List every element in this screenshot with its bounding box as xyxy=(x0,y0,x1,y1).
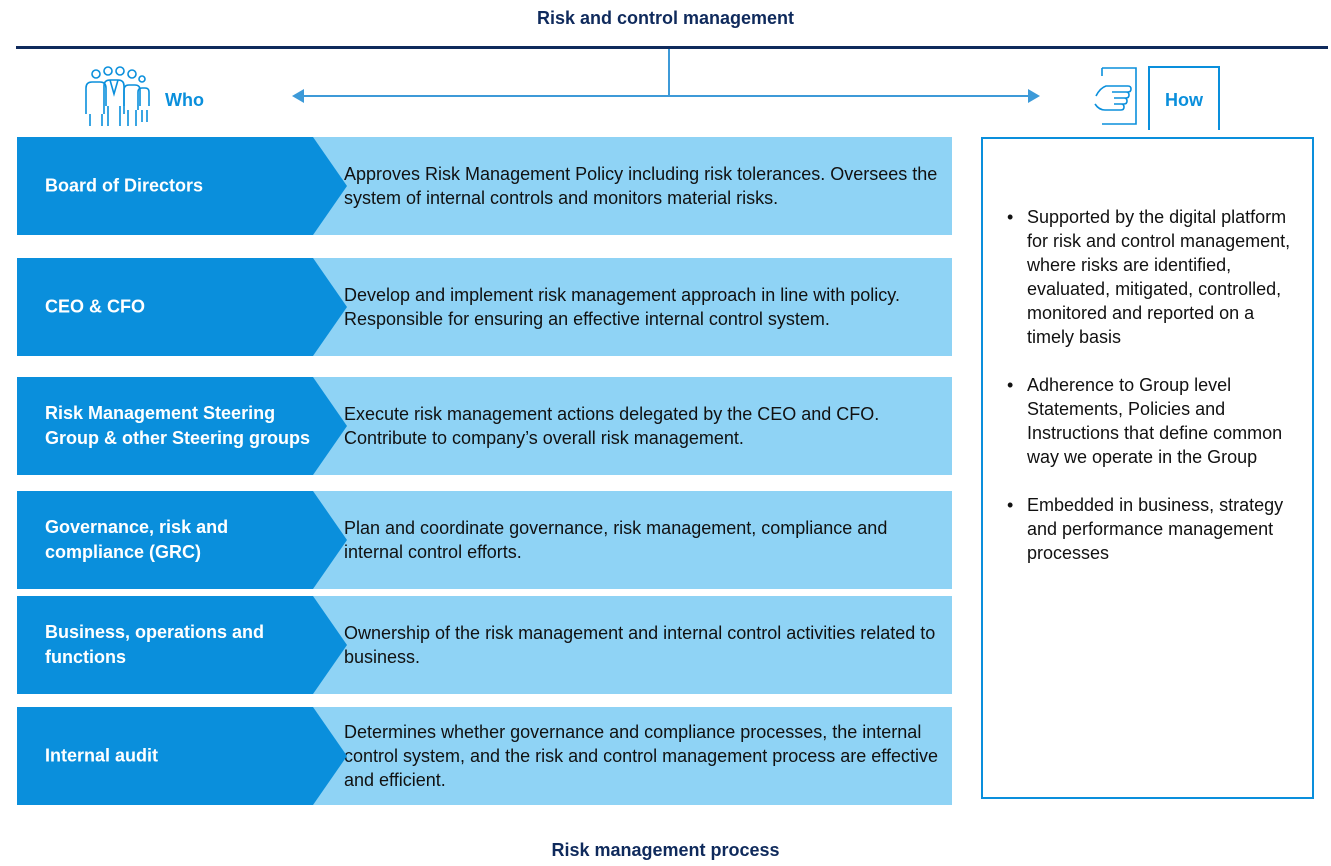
how-list-item: • Supported by the digital platform for r… xyxy=(1005,205,1305,349)
role-description-box: Ownership of the risk management and int… xyxy=(307,596,952,694)
how-list-item: • Embedded in business, strategy and perf… xyxy=(1005,493,1305,565)
role-description-box: Determines whether governance and compli… xyxy=(307,707,952,805)
role-name-box: CEO & CFO xyxy=(17,258,347,356)
how-list: • Supported by the digital platform for r… xyxy=(1005,205,1305,589)
title-divider xyxy=(16,46,1328,49)
how-label: How xyxy=(1165,90,1203,110)
how-panel: • Supported by the digital platform for r… xyxy=(981,137,1314,799)
role-row-business: Business, operations and functions Owner… xyxy=(17,596,952,694)
role-name: Board of Directors xyxy=(45,175,204,196)
arrow-left-head xyxy=(292,89,304,103)
role-row-grc: Governance, risk and compliance (GRC) Pl… xyxy=(17,491,952,589)
role-row-ceo-cfo: CEO & CFO Develop and implement risk man… xyxy=(17,258,952,356)
role-description: Execute risk management actions delegate… xyxy=(344,404,880,448)
footer-title: Risk management process xyxy=(551,840,780,860)
people-group-icon xyxy=(85,66,150,126)
role-description: Develop and implement risk management ap… xyxy=(344,285,900,329)
bullet: • xyxy=(1007,375,1014,395)
role-name: Governance, risk and compliance (GRC) xyxy=(45,517,229,562)
how-item-text: Supported by the digital platform for ri… xyxy=(1027,207,1291,347)
role-name: Internal audit xyxy=(45,745,159,766)
role-row-internal-audit: Internal audit Determines whether govern… xyxy=(17,707,952,805)
bullet: • xyxy=(1007,495,1014,515)
how-item-text: Embedded in business, strategy and perfo… xyxy=(1027,495,1284,563)
page-title: Risk and control management xyxy=(536,8,795,28)
role-name-box: Board of Directors xyxy=(17,137,347,235)
who-how-arrow xyxy=(300,95,1030,97)
role-name-box: Business, operations and functions xyxy=(17,596,347,694)
role-name: Risk Management Steering Group & other S… xyxy=(45,403,311,448)
role-name: CEO & CFO xyxy=(45,296,146,317)
hand-pointing-book-icon xyxy=(1094,67,1137,125)
how-header-frame xyxy=(1148,66,1220,130)
role-description-box: Approves Risk Management Policy includin… xyxy=(307,137,952,235)
connector-line xyxy=(668,49,670,96)
role-description: Plan and coordinate governance, risk man… xyxy=(344,518,888,562)
role-description: Determines whether governance and compli… xyxy=(344,722,938,790)
role-description: Ownership of the risk management and int… xyxy=(344,623,936,667)
bullet: • xyxy=(1007,207,1014,227)
arrow-right-head xyxy=(1028,89,1040,103)
role-row-steering-groups: Risk Management Steering Group & other S… xyxy=(17,377,952,475)
role-name-box: Risk Management Steering Group & other S… xyxy=(17,377,347,475)
role-description-box: Execute risk management actions delegate… xyxy=(307,377,952,475)
role-description: Approves Risk Management Policy includin… xyxy=(344,164,938,208)
role-description-box: Develop and implement risk management ap… xyxy=(307,258,952,356)
role-name-box: Governance, risk and compliance (GRC) xyxy=(17,491,347,589)
role-description-box: Plan and coordinate governance, risk man… xyxy=(307,491,952,589)
role-row-board: Board of Directors Approves Risk Managem… xyxy=(17,137,952,235)
role-name: Business, operations and functions xyxy=(45,622,265,667)
how-list-item: • Adherence to Group level Statements, Po… xyxy=(1005,373,1305,469)
who-label: Who xyxy=(165,90,204,110)
role-name-box: Internal audit xyxy=(17,707,347,805)
how-item-text: Adherence to Group level Statements, Pol… xyxy=(1027,375,1283,467)
